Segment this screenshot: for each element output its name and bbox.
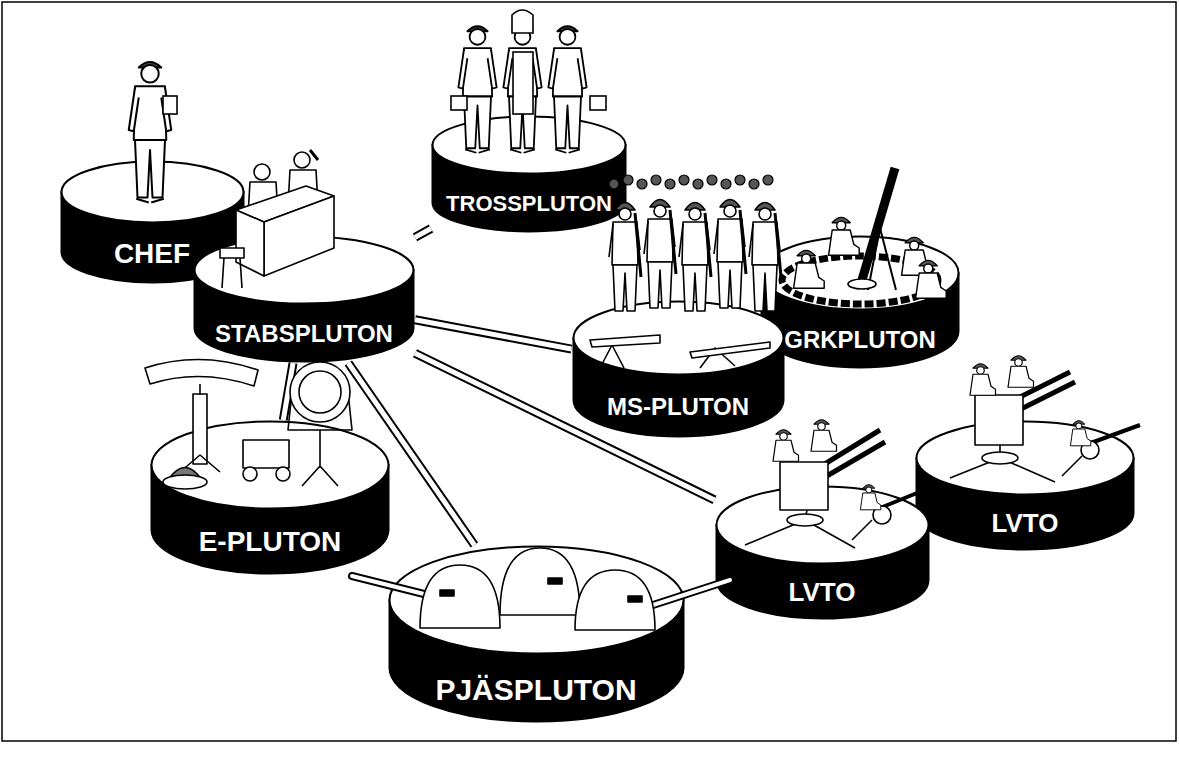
- disc-top: [389, 547, 683, 654]
- platoon-label: E-PLUTON: [199, 527, 342, 558]
- infantry-figures: [609, 175, 773, 189]
- aa-gun: [745, 420, 922, 548]
- platoon-label: MS-PLUTON: [607, 394, 749, 420]
- chef-figure: [129, 62, 177, 203]
- platoon-label: LVTO: [789, 578, 856, 607]
- platoon-disc: E-PLUTON: [150, 420, 390, 575]
- platoon-label: TROSSPLUTON: [446, 192, 612, 216]
- platoon-label: LVTO: [992, 509, 1059, 538]
- machine-guns: [590, 335, 770, 368]
- platoon-label: STABSPLUTON: [215, 321, 393, 347]
- disc-top: [716, 487, 928, 564]
- disc-top: [762, 237, 959, 310]
- disc-top: [195, 237, 414, 304]
- disc-top: [573, 302, 783, 375]
- aa-gun: [950, 356, 1140, 482]
- supply-figures: [451, 10, 606, 153]
- disc-top: [152, 422, 389, 509]
- frame: [2, 2, 1176, 741]
- disc-top: [61, 162, 243, 223]
- disc-top: [917, 422, 1134, 495]
- mortar-crew: [782, 168, 946, 304]
- disc-top: [433, 117, 626, 174]
- platoon-label: PJÄSPLUTON: [435, 673, 636, 706]
- connector-core: [415, 320, 572, 349]
- connector: [415, 228, 431, 237]
- connector-core: [415, 228, 431, 237]
- platoon-disc: LVTO: [715, 485, 930, 620]
- connector: [283, 363, 293, 420]
- gun-turrets: [352, 548, 730, 630]
- platoon-disc: LVTO: [915, 420, 1135, 551]
- platoon-disc: GRKPLUTON: [760, 235, 960, 369]
- platoon-disc: MS-PLUTON: [572, 300, 785, 438]
- platoon-disc: PJÄSPLUTON: [388, 545, 685, 723]
- platoon-label: CHEF: [114, 239, 190, 270]
- staff-desk: [220, 150, 334, 288]
- connector: [415, 320, 572, 349]
- infantry-soldiers: [609, 200, 781, 312]
- connector-core: [283, 363, 293, 420]
- platoon-label: GRKPLUTON: [784, 327, 936, 353]
- platoon-disc: STABSPLUTON: [193, 235, 415, 363]
- platoon-disc: TROSSPLUTON: [431, 115, 627, 233]
- radar-and-searchlight: [145, 359, 352, 489]
